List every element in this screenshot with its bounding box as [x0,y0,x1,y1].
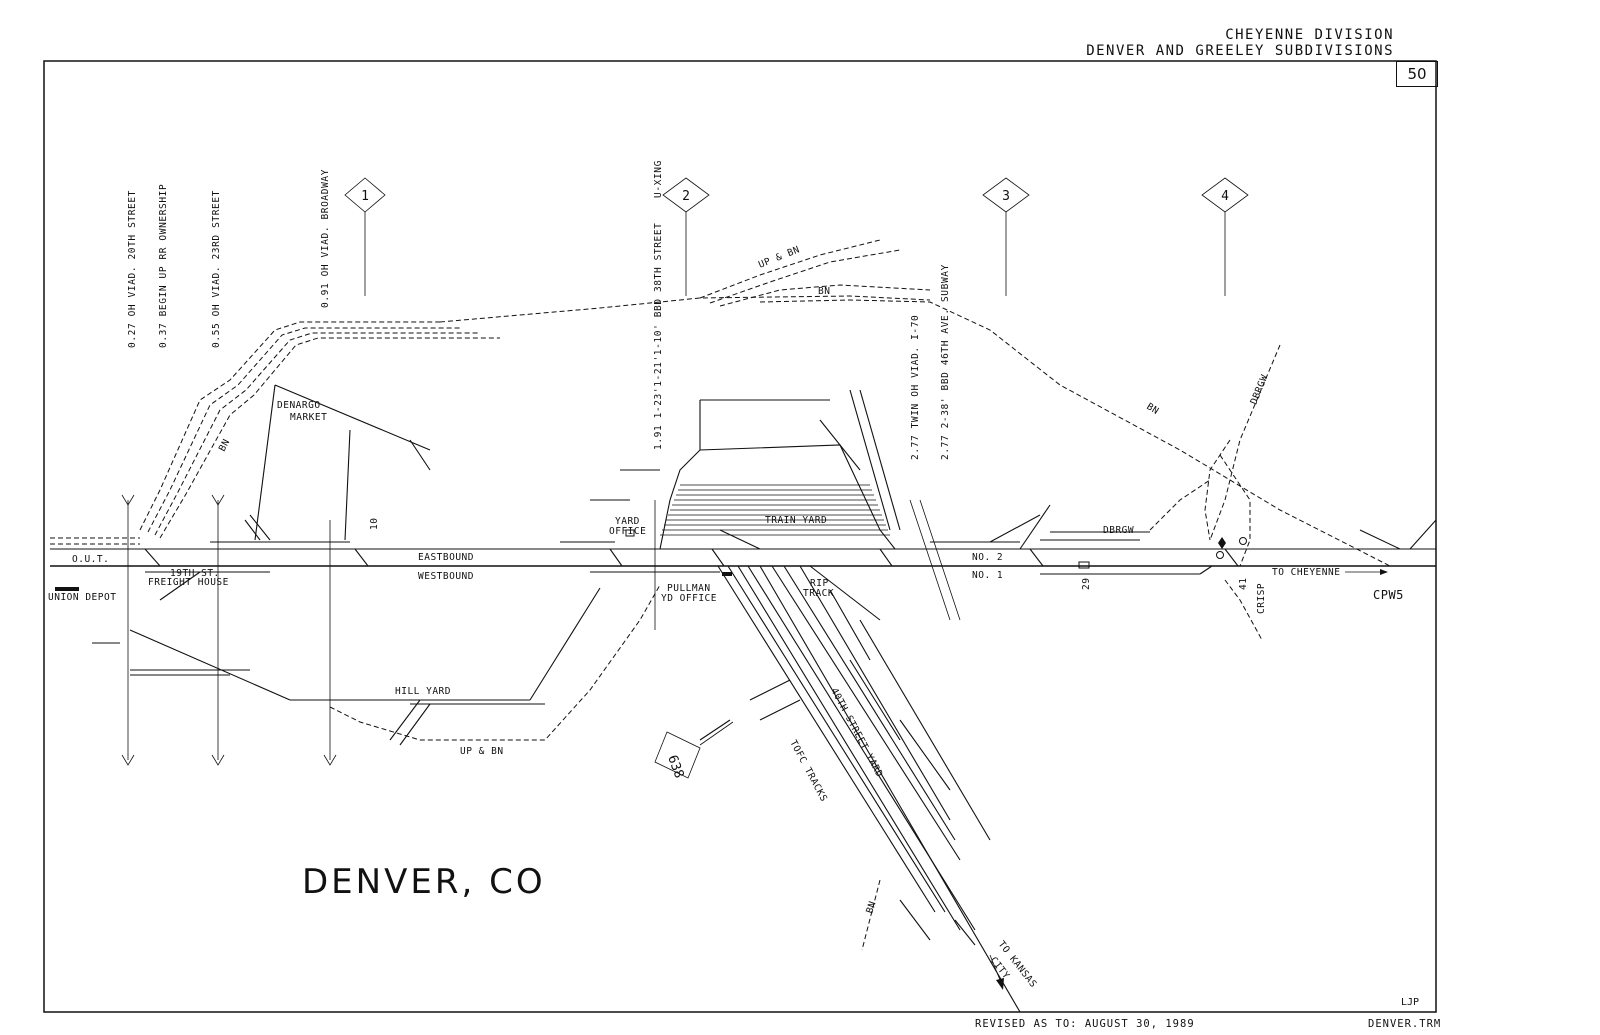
denargo-tracks [244,384,431,541]
marker-4: 4 [1201,177,1249,296]
label-dbrgw-1: DBRGW [1103,525,1134,536]
label-pullman-1: PULLMAN [667,583,711,594]
route-badge-label: 638 [664,753,686,780]
symbols [625,529,1247,576]
label-yard-office-1: YARD [615,516,640,527]
map-title: DENVER, CO [302,862,546,902]
marker-2: 2 [662,177,710,296]
label-crisp: CRISP [1256,583,1267,614]
40th-street-yard-tracks [699,565,1021,1013]
marker-1: 1 [344,177,386,296]
label-bn-right: BN [1144,401,1160,417]
out-lead [50,537,140,591]
label-westbound: WESTBOUND [418,571,474,582]
label-switch-29: 29 [1081,578,1092,590]
label-tofc: TOFC TRACKS [787,738,829,804]
milepost-text-7: 2.77 TWIN OH VIAD. I-70 [910,315,921,460]
milepost-text-4: 0.91 OH VIAD. BROADWAY [320,169,331,308]
drafter-initials: LJP [1401,997,1419,1008]
label-union-depot: UNION DEPOT [48,592,116,603]
label-bn-left: BN [217,437,233,453]
label-no1: NO. 1 [972,570,1003,581]
label-eastbound: EASTBOUND [418,552,474,563]
label-bn-lower: BN [864,900,878,915]
milepost-text-2: 0.37 BEGIN UP RR OWNERSHIP [158,184,169,348]
revision-date: REVISED AS TO: AUGUST 30, 1989 [975,1018,1195,1030]
marker-4-label: 4 [1221,189,1229,204]
up-bn-lower-lines [329,584,661,741]
label-no2: NO. 2 [972,552,1003,563]
label-up-bn-lower: UP & BN [460,746,504,757]
label-market: MARKET [290,412,327,423]
label-pullman-2: YD OFFICE [661,593,717,604]
label-cpw5: CPW5 [1373,588,1404,602]
label-rip-1: RIP [810,578,829,589]
marker-3: 3 [982,177,1030,296]
dbrgw-tracks [989,504,1437,550]
milepost-texts: 0.27 OH VIAD. 20TH STREET 0.37 BEGIN UP … [127,160,951,460]
label-up-bn-upper: UP & BN [757,244,801,271]
division-title: CHEYENNE DIVISION [1225,27,1394,43]
viaduct-posts [121,494,961,766]
label-freight-1: 19TH ST. [170,568,220,579]
label-freight-2: FREIGHT HOUSE [148,577,229,588]
milepost-text-8: 2.77 2-38' BBD 46TH AVE. SUBWAY [940,264,951,460]
label-bn-top: BN [818,286,830,297]
hill-yard-tracks [92,571,601,746]
label-rip-2: TRACK [803,588,834,599]
route-badge-638: 638 [654,721,734,780]
label-yard-office-2: OFFICE [609,526,646,537]
main-tracks [50,531,1436,575]
milepost-text-3: 0.55 OH VIAD. 23RD STREET [211,190,222,348]
train-yard-tracks [590,389,901,550]
label-switch-10: 10 [369,518,380,530]
marker-2-label: 2 [682,189,690,204]
label-train-yard: TRAIN YARD [765,515,827,526]
milepost-markers: 1 2 3 4 [344,177,1249,296]
label-switch-41: 41 [1238,578,1249,590]
bn-left-lines [139,295,931,539]
marker-1-label: 1 [361,189,369,204]
marker-3-label: 3 [1002,189,1010,204]
direction-arrows [989,569,1388,990]
map-frame [43,60,1437,1013]
label-hill-yard: HILL YARD [395,686,451,697]
subdivisions-title: DENVER AND GREELEY SUBDIVISIONS [1086,43,1394,59]
label-dbrgw-2: DBRGW [1249,373,1271,406]
milepost-text-6: U-XING [653,160,664,198]
page-number: 50 [1396,61,1438,87]
label-out: O.U.T. [72,554,109,565]
milepost-text-1: 0.27 OH VIAD. 20TH STREET [127,190,138,348]
label-denargo: DENARGO [277,400,321,411]
label-to-cheyenne: TO CHEYENNE [1272,567,1340,578]
file-name: DENVER.TRM [1368,1018,1442,1030]
milepost-text-5: 1.91 1-23'1-21'1-10' BBD 38TH STREET [653,222,664,450]
bn-upper-lines [699,239,1391,641]
label-40th-yard: 40TH STREET YARD [828,686,884,779]
